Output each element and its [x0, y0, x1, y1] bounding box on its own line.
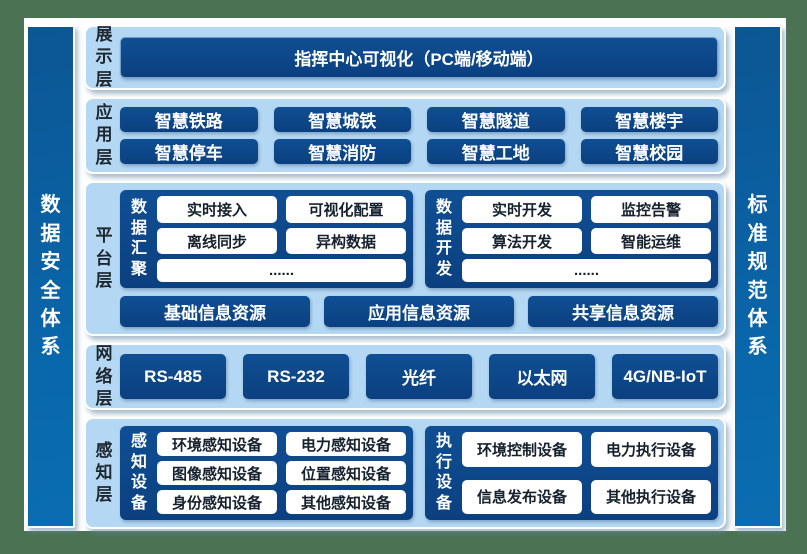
- app-box-smart-building: 智慧楼宇: [580, 107, 718, 132]
- app-box-smart-fire: 智慧消防: [273, 139, 411, 164]
- group-data-development-label: 数据开发: [435, 199, 452, 278]
- app-box-smart-campus: 智慧校园: [580, 139, 718, 164]
- group-actuator-devices: 执行设备 环境控制设备 电力执行设备 信息发布设备 其他执行设备: [425, 426, 718, 520]
- layer-platform-content: 数据汇聚 实时接入 可视化配置 离线同步 异构数据 ...... 数据开发 实时…: [120, 183, 724, 334]
- layer-network-content: RS-485 RS-232 光纤 以太网 4G/NB-IoT: [120, 345, 724, 408]
- chip-heterogeneous-data: 异构数据: [286, 227, 406, 255]
- layer-application: 应用层 智慧铁路 智慧城铁 智慧隧道 智慧楼宇 智慧停车 智慧消防 智慧工地 智…: [84, 97, 726, 174]
- group-data-development-chips: 实时开发 监控告警 算法开发 智能运维 ......: [462, 196, 711, 283]
- layer-platform: 平台层 数据汇聚 实时接入 可视化配置 离线同步 异构数据 ......: [84, 181, 726, 337]
- app-box-smart-site: 智慧工地: [427, 139, 565, 164]
- standards-sidebar: 标准规范体系: [733, 25, 782, 528]
- chip-realtime-ingest: 实时接入: [157, 196, 277, 223]
- data-security-sidebar: 数据安全体系: [26, 25, 75, 528]
- group-data-development: 数据开发 实时开发 监控告警 算法开发 智能运维 ......: [425, 190, 718, 289]
- group-sensing-devices-chips: 环境感知设备 电力感知设备 图像感知设备 位置感知设备 身份感知设备 其他感知设…: [157, 432, 406, 514]
- layer-display-content: 指挥中心可视化（PC端/移动端）: [120, 27, 724, 88]
- resource-shared-info: 共享信息资源: [528, 296, 718, 328]
- chip-env-control: 环境控制设备: [462, 432, 582, 467]
- layer-perception-content: 感知设备 环境感知设备 电力感知设备 图像感知设备 位置感知设备 身份感知设备 …: [120, 419, 724, 527]
- layer-display-label: 展示层: [95, 25, 113, 89]
- layer-platform-label: 平台层: [95, 226, 113, 290]
- chip-power-sensing: 电力感知设备: [286, 432, 406, 457]
- group-actuator-devices-label: 执行设备: [435, 433, 452, 512]
- group-sensing-devices-label: 感知设备: [130, 433, 147, 512]
- resource-application-info: 应用信息资源: [324, 296, 514, 328]
- layer-application-content: 智慧铁路 智慧城铁 智慧隧道 智慧楼宇 智慧停车 智慧消防 智慧工地 智慧校园: [120, 99, 724, 172]
- chip-intelligent-ops: 智能运维: [591, 227, 711, 255]
- app-box-smart-metro: 智慧城铁: [273, 107, 411, 132]
- command-center-box: 指挥中心可视化（PC端/移动端）: [120, 37, 718, 78]
- data-security-label: 数据安全体系: [40, 194, 61, 359]
- chip-more-aggregation: ......: [157, 259, 406, 283]
- layer-perception: 感知层 感知设备 环境感知设备 电力感知设备 图像感知设备 位置感知设备 身份感…: [84, 417, 726, 529]
- layer-application-label: 应用层: [95, 103, 113, 167]
- network-box-fiber: 光纤: [366, 354, 472, 400]
- group-actuator-devices-chips: 环境控制设备 电力执行设备 信息发布设备 其他执行设备: [462, 432, 711, 514]
- layer-perception-label: 感知层: [95, 440, 113, 505]
- group-data-aggregation-label: 数据汇聚: [130, 199, 147, 278]
- group-sensing-devices: 感知设备 环境感知设备 电力感知设备 图像感知设备 位置感知设备 身份感知设备 …: [120, 426, 413, 520]
- group-data-aggregation-chips: 实时接入 可视化配置 离线同步 异构数据 ......: [157, 196, 406, 283]
- layer-network-label: 网络层: [95, 344, 113, 408]
- platform-resources: 基础信息资源 应用信息资源 共享信息资源: [120, 296, 718, 328]
- chip-other-sensing: 其他感知设备: [286, 490, 406, 514]
- app-box-smart-parking: 智慧停车: [120, 139, 258, 164]
- chip-realtime-dev: 实时开发: [462, 196, 582, 223]
- layer-display: 展示层 指挥中心可视化（PC端/移动端）: [84, 25, 726, 90]
- network-box-4g-nbiot: 4G/NB-IoT: [612, 354, 718, 400]
- chip-visual-config: 可视化配置: [286, 196, 406, 223]
- chip-other-actuator: 其他执行设备: [591, 479, 711, 514]
- chip-offline-sync: 离线同步: [157, 227, 277, 255]
- chip-identity-sensing: 身份感知设备: [157, 490, 277, 514]
- platform-groups: 数据汇聚 实时接入 可视化配置 离线同步 异构数据 ...... 数据开发 实时…: [120, 190, 718, 289]
- standards-label: 标准规范体系: [747, 194, 768, 359]
- chip-monitor-alert: 监控告警: [591, 196, 711, 223]
- layer-network: 网络层 RS-485 RS-232 光纤 以太网 4G/NB-IoT: [84, 343, 726, 411]
- chip-power-actuator: 电力执行设备: [591, 432, 711, 467]
- resource-basic-info: 基础信息资源: [120, 296, 310, 328]
- app-box-smart-tunnel: 智慧隧道: [427, 107, 565, 132]
- layers-stack: 展示层 指挥中心可视化（PC端/移动端） 应用层 智慧铁路 智慧城铁 智慧隧道 …: [84, 25, 726, 529]
- network-box-rs232: RS-232: [243, 354, 349, 400]
- group-data-aggregation: 数据汇聚 实时接入 可视化配置 离线同步 异构数据 ......: [120, 190, 413, 289]
- chip-algorithm-dev: 算法开发: [462, 227, 582, 255]
- chip-env-sensing: 环境感知设备: [157, 432, 277, 457]
- chip-info-publish: 信息发布设备: [462, 479, 582, 514]
- network-box-rs485: RS-485: [120, 354, 226, 400]
- network-box-ethernet: 以太网: [489, 354, 595, 400]
- chip-image-sensing: 图像感知设备: [157, 461, 277, 486]
- app-box-smart-railway: 智慧铁路: [120, 107, 258, 132]
- chip-more-development: ......: [462, 259, 711, 283]
- chip-location-sensing: 位置感知设备: [286, 461, 406, 486]
